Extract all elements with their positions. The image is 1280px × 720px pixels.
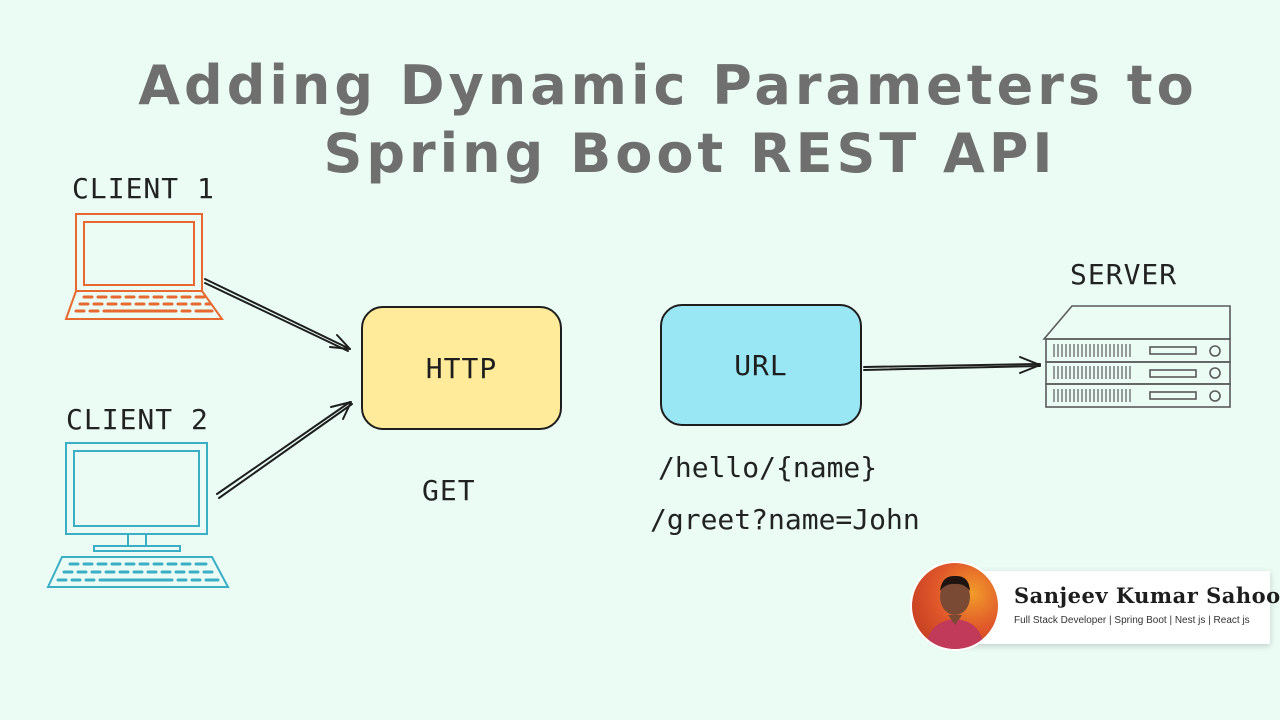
http-node: HTTP: [361, 306, 562, 430]
arrow-client2-to-http: [216, 401, 353, 499]
title-line-1: Adding Dynamic Parameters to: [138, 54, 1198, 117]
arrow-client1-to-http: [204, 278, 351, 352]
avatar-person-icon: [926, 575, 984, 649]
arrow-url-to-server: [863, 356, 1041, 374]
query-param-example: /greet?name=John: [650, 503, 920, 536]
avatar: [912, 563, 998, 649]
client-1-label: CLIENT 1: [72, 172, 215, 205]
author-name: Sanjeev Kumar Sahoo: [1014, 583, 1280, 608]
http-node-label: HTTP: [425, 351, 498, 385]
url-node: URL: [660, 304, 862, 426]
server-rack-icon: [1042, 305, 1231, 408]
server-label: SERVER: [1070, 258, 1178, 291]
author-tagline: Full Stack Developer | Spring Boot | Nes…: [1014, 615, 1250, 626]
desktop-monitor-icon: [46, 442, 230, 588]
title-line-2: Spring Boot REST API: [323, 122, 1057, 185]
path-variable-example: /hello/{name}: [658, 451, 878, 484]
page-title: Adding Dynamic Parameters to Spring Boot…: [0, 52, 1280, 188]
laptop-icon: [64, 213, 224, 320]
url-node-label: URL: [734, 348, 788, 382]
author-card: Sanjeev Kumar Sahoo Full Stack Developer…: [958, 571, 1280, 644]
client-2-label: CLIENT 2: [66, 403, 209, 436]
http-method-label: GET: [422, 474, 476, 507]
